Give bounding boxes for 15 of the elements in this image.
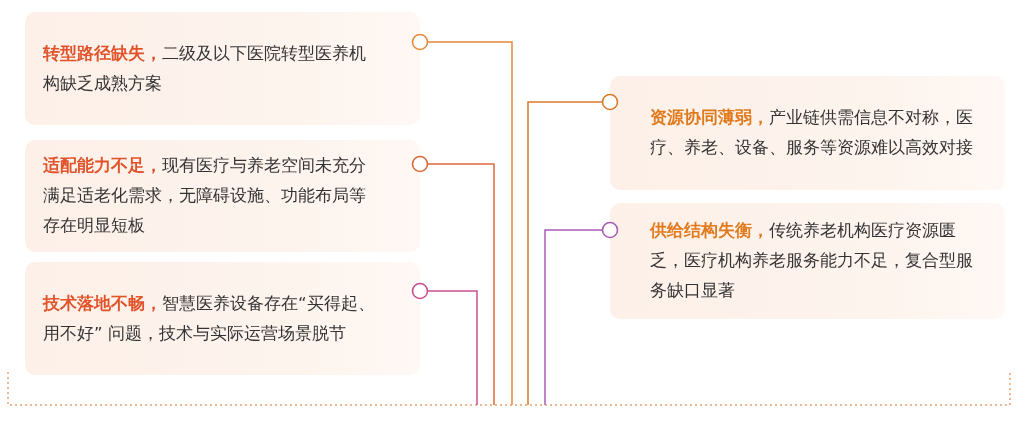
connector-line (411, 155, 495, 406)
description-text: 转型路径缺失，二级及以下医院转型医养机构缺乏成熟方案 (43, 42, 367, 95)
description-text: 适配能力不足，现有医疗与养老空间未充分满足适老化需求，无障碍设施、功能布局等存在明显短板 (43, 155, 367, 237)
text-card (610, 76, 1005, 190)
text-card (25, 140, 420, 252)
text-card (25, 12, 420, 125)
connector-line (411, 282, 478, 406)
text-card (610, 203, 1005, 319)
description-text: 资源协同薄弱，产业链供需信息不对称，医疗、养老、设备、服务等资源难以高效对接 (649, 107, 974, 159)
description-text: 供给结构失衡，传统养老机构医疗资源匮乏，医疗机构养老服务能力不足，复合型服务缺口显著 (649, 220, 974, 302)
connector-line (527, 93, 619, 406)
connector-line (544, 221, 619, 406)
description-text: 技术落地不畅，智慧医养设备存在“买得起、用不好” 问题，技术与实际运营场景脱节 (43, 292, 376, 345)
text-card (25, 262, 420, 375)
connector-line (411, 33, 513, 406)
